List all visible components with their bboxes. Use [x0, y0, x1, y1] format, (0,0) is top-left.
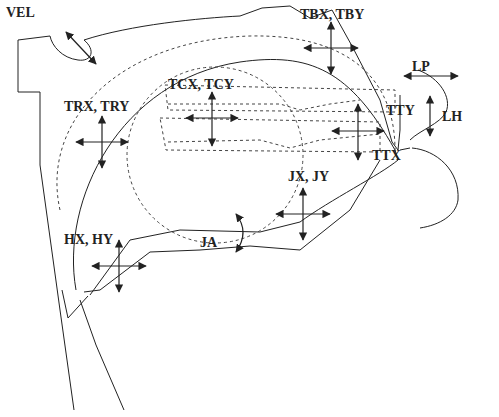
parameter-label: TTX	[372, 149, 401, 163]
parameter-label: JA	[200, 236, 217, 250]
parameter-label: VEL	[6, 6, 35, 20]
parameter-label: LP	[412, 60, 430, 74]
parameter-label: LH	[442, 110, 462, 124]
parameter-label: TTY	[386, 104, 415, 118]
parameter-label: TRX, TRY	[64, 100, 129, 114]
parameter-label: TBX, TBY	[300, 8, 364, 22]
parameter-label: TCX, TCY	[168, 78, 234, 92]
parameter-label: JX, JY	[288, 170, 329, 184]
parameter-label: HX, HY	[64, 233, 113, 247]
